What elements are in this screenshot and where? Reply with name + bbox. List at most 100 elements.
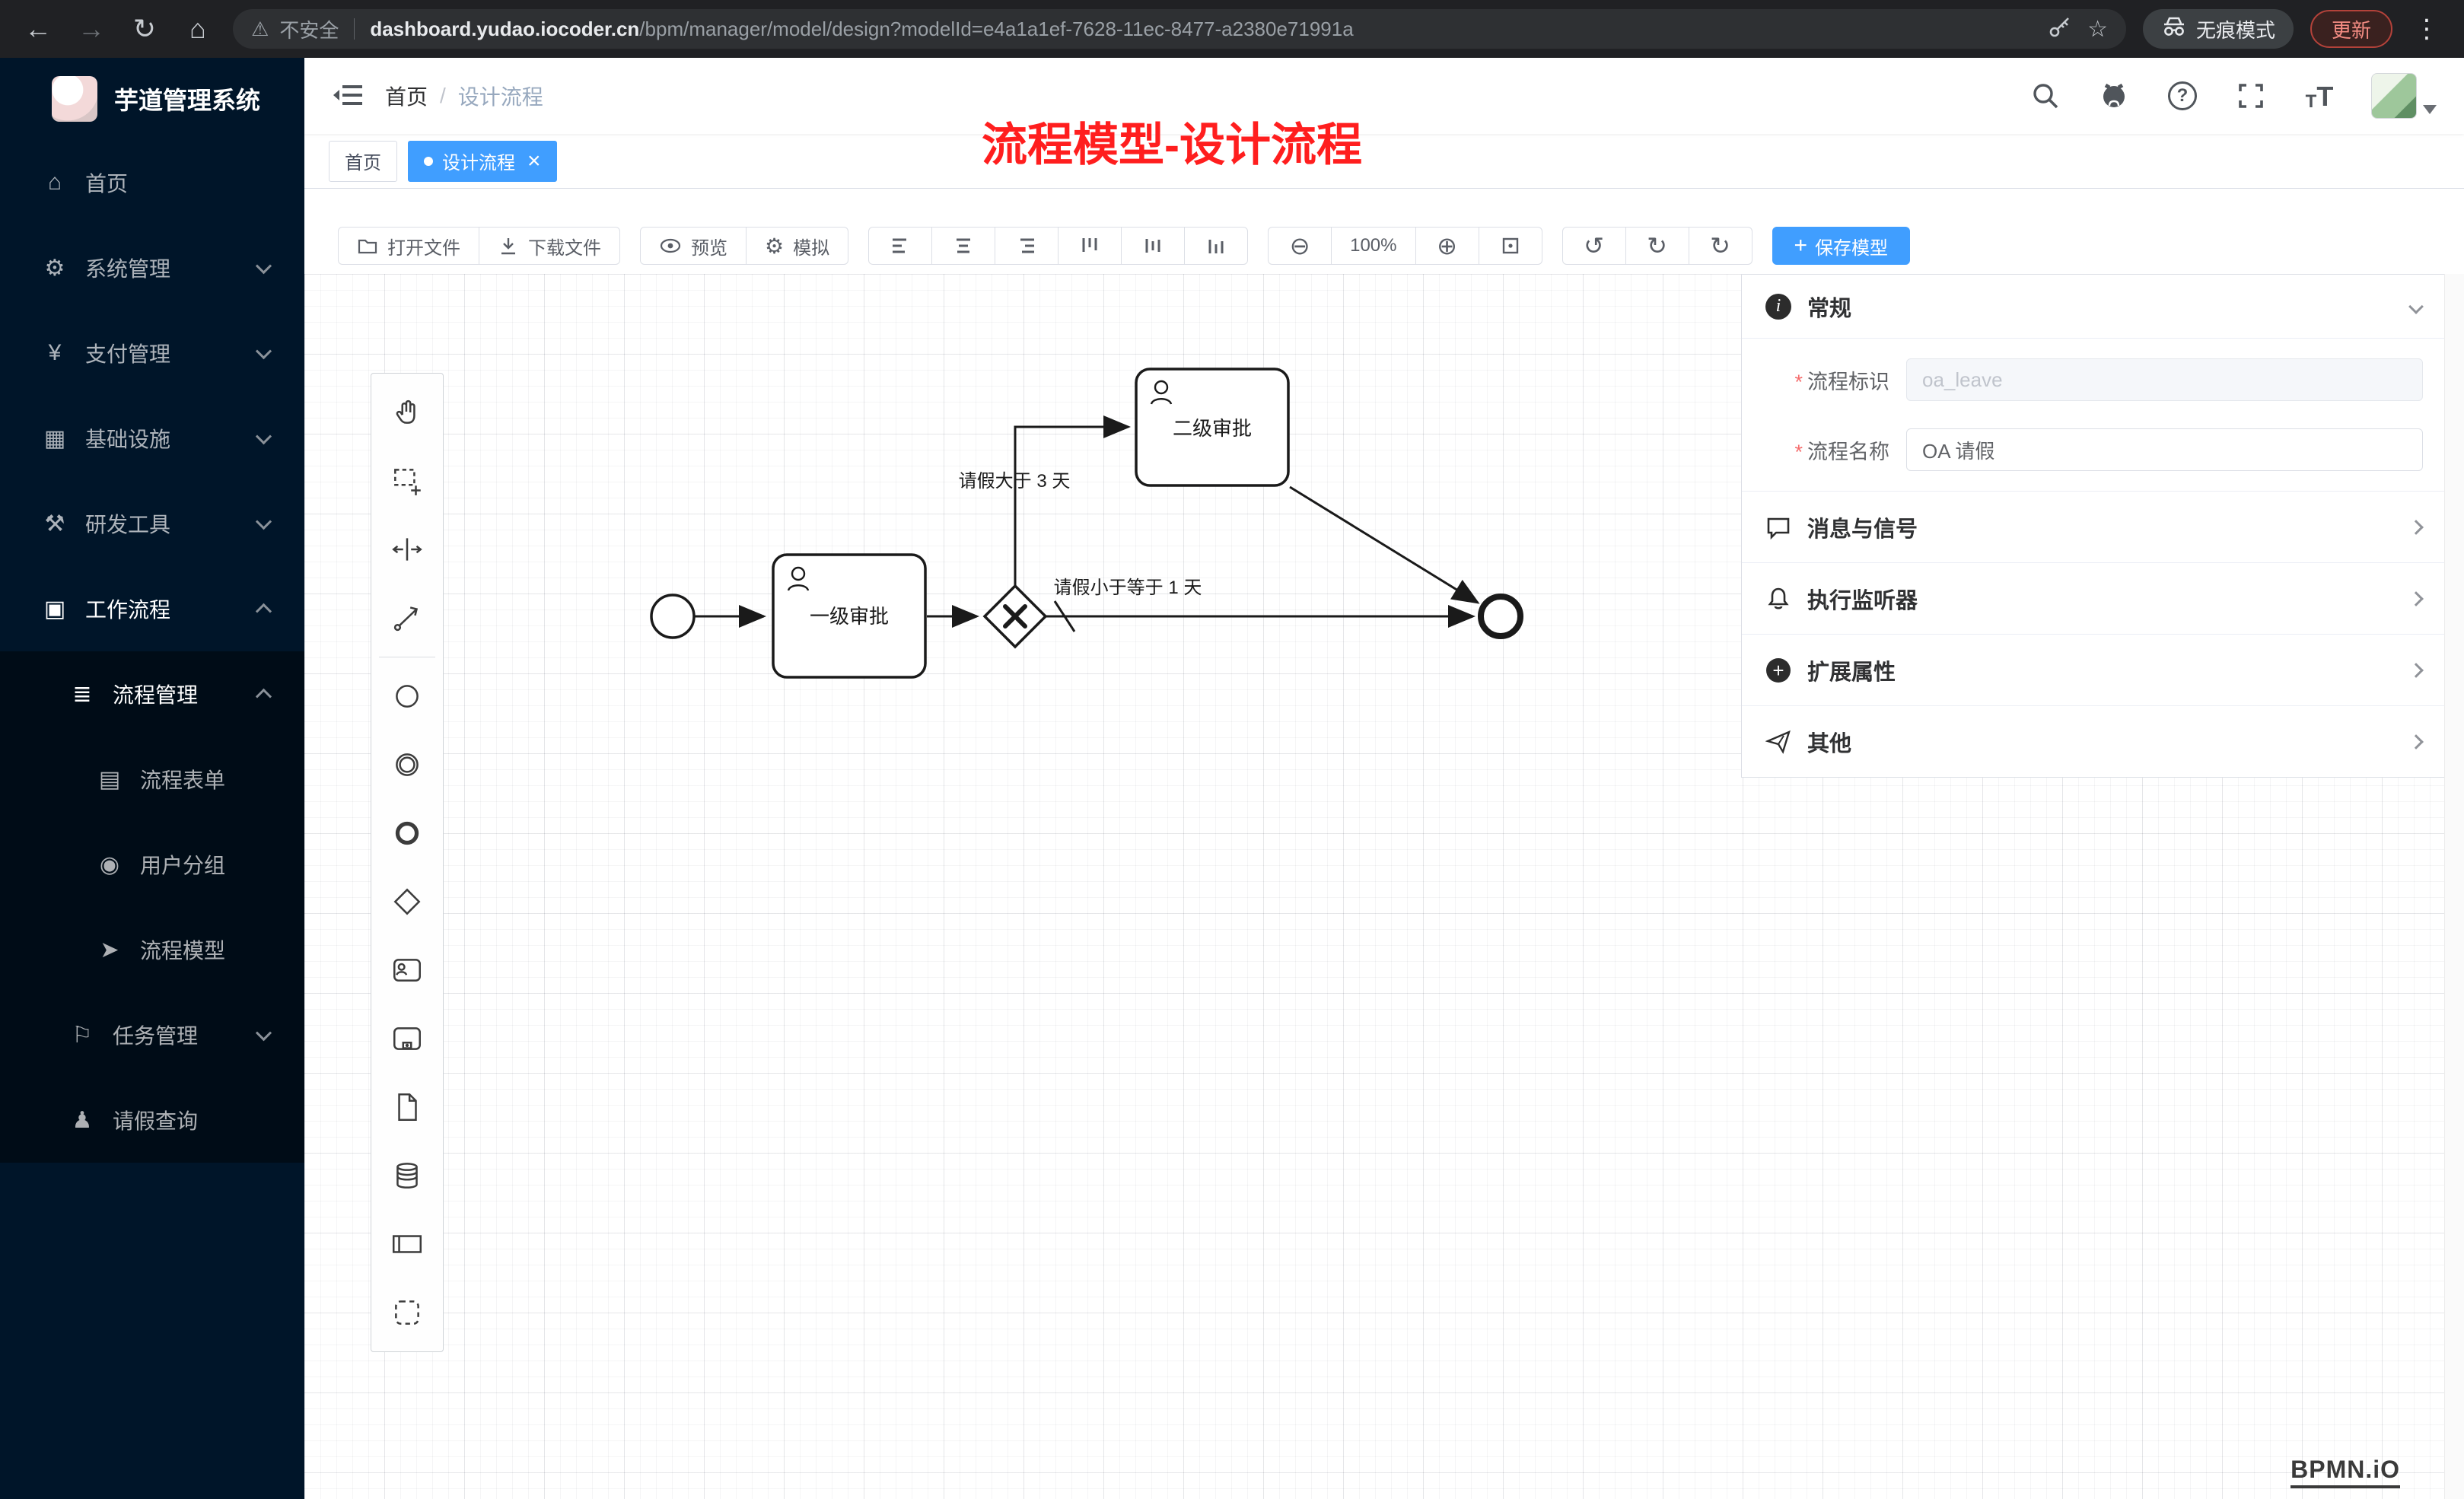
undo-icon[interactable]: ↺: [1561, 227, 1626, 265]
panel-section-messages[interactable]: 消息与信号: [1742, 491, 2444, 562]
align-middle-button[interactable]: [1121, 227, 1186, 265]
zoom-level[interactable]: 100%: [1331, 227, 1416, 265]
palette-create-end-event[interactable]: [371, 799, 443, 867]
sidebar-item-payment[interactable]: ¥ 支付管理: [0, 310, 304, 396]
reload-icon[interactable]: ↻: [132, 13, 157, 44]
sidebar-item-workflow[interactable]: ▣ 工作流程: [0, 566, 304, 651]
forward-icon[interactable]: →: [78, 13, 105, 44]
end-event[interactable]: [1478, 594, 1523, 639]
open-file-button[interactable]: 打开文件: [338, 227, 479, 265]
home-icon[interactable]: ⌂: [189, 13, 206, 44]
download-file-button[interactable]: 下载文件: [479, 227, 620, 265]
sidebar-toggle-icon[interactable]: [332, 79, 365, 113]
address-bar[interactable]: ⚠ 不安全 dashboard.yudao.iocoder.cn/bpm/man…: [233, 9, 2126, 49]
flow-task2-to-end[interactable]: [1289, 485, 1480, 604]
avatar-image: [2371, 73, 2417, 119]
chevron-up-icon: [255, 688, 272, 705]
task-second-approval[interactable]: 二级审批: [1135, 368, 1290, 487]
palette-create-subprocess[interactable]: [371, 1004, 443, 1073]
align-center-button[interactable]: [931, 227, 996, 265]
palette-create-gateway[interactable]: [371, 867, 443, 936]
save-model-button[interactable]: + 保存模型: [1772, 227, 1911, 265]
tag-design[interactable]: 设计流程 ×: [408, 140, 557, 182]
fullscreen-icon[interactable]: [2234, 79, 2268, 113]
sidebar-menu: ⌂ 首页 ⚙ 系统管理 ¥ 支付管理 ▦ 基础设施: [0, 140, 304, 1163]
simulate-button[interactable]: ⚙ 模拟: [746, 227, 849, 265]
panel-section-listeners[interactable]: 执行监听器: [1742, 562, 2444, 634]
sidebar-item-devtools[interactable]: ⚒ 研发工具: [0, 481, 304, 566]
palette-create-group[interactable]: [371, 1278, 443, 1347]
sidebar-item-user-group[interactable]: ◉ 用户分组: [0, 822, 304, 907]
align-top-button[interactable]: [1058, 227, 1122, 265]
flow-gateway-to-task2[interactable]: [1014, 415, 1131, 586]
space-tool-icon: [392, 538, 422, 561]
breadcrumb-separator: /: [440, 84, 446, 107]
security-label[interactable]: 不安全: [279, 18, 339, 42]
tag-home[interactable]: 首页: [329, 140, 397, 182]
participant-icon: [392, 1235, 422, 1253]
yen-icon: ¥: [48, 340, 62, 365]
zoom-in-icon[interactable]: ⊕: [1415, 227, 1479, 265]
panel-section-general[interactable]: i 常规: [1742, 275, 2444, 339]
flow-label-gt3[interactable]: 请假大于 3 天: [959, 471, 1071, 492]
default-flow-marker: [1053, 600, 1076, 632]
restart-icon[interactable]: ↻: [1688, 227, 1752, 265]
sidebar-item-dashboard[interactable]: ⌂ 首页: [0, 140, 304, 225]
zoom-out-icon[interactable]: ⊖: [1268, 227, 1332, 265]
chrome-update-button[interactable]: 更新: [2310, 10, 2392, 48]
zoom-reset-icon[interactable]: [1478, 227, 1542, 265]
scrollbar[interactable]: [2444, 274, 2464, 1499]
palette-create-data-store[interactable]: [371, 1141, 443, 1210]
key-icon[interactable]: [2048, 15, 2072, 43]
back-icon[interactable]: ←: [24, 13, 52, 44]
palette-create-user-task[interactable]: [371, 936, 443, 1004]
url-path: /bpm/manager/model/design?modelId=e4a1a1…: [639, 17, 1354, 40]
url-text: dashboard.yudao.iocoder.cn/bpm/manager/m…: [370, 18, 2037, 41]
plus-icon: +: [1794, 233, 1808, 258]
flow-label-lte1[interactable]: 请假小于等于 1 天: [1054, 578, 1202, 598]
active-dot-icon: [424, 156, 433, 166]
help-icon[interactable]: ?: [2166, 79, 2199, 113]
sidebar-item-leave-query[interactable]: ♟ 请假查询: [0, 1077, 304, 1163]
designer-workarea: 打开文件 下载文件 预览 ⚙: [304, 189, 2464, 1499]
bpmn-canvas[interactable]: 一级审批: [304, 274, 2464, 1499]
palette-hand-tool[interactable]: [371, 378, 443, 447]
sidebar-item-infra[interactable]: ▦ 基础设施: [0, 396, 304, 481]
task-first-approval[interactable]: 一级审批: [772, 553, 927, 679]
bpmn-diagram: 一级审批: [650, 368, 1523, 679]
sidebar-item-process-mgmt[interactable]: ≣ 流程管理: [0, 651, 304, 737]
exclusive-gateway[interactable]: [982, 584, 1048, 649]
preview-button[interactable]: 预览: [640, 227, 747, 265]
chrome-menu-icon[interactable]: ⋮: [2414, 14, 2440, 43]
github-icon[interactable]: [2097, 79, 2131, 113]
bpmn-io-logo[interactable]: BPMN.iO: [2291, 1456, 2400, 1488]
align-right-button[interactable]: [995, 227, 1059, 265]
palette-lasso-tool[interactable]: [371, 447, 443, 515]
process-name-input[interactable]: [1906, 428, 2423, 471]
start-event[interactable]: [650, 594, 696, 639]
search-icon[interactable]: [2029, 79, 2062, 113]
align-left-button[interactable]: [868, 227, 933, 265]
breadcrumb: 首页 / 设计流程: [385, 81, 543, 111]
palette-connect-tool[interactable]: [371, 584, 443, 652]
palette-create-data-object[interactable]: [371, 1073, 443, 1141]
breadcrumb-home[interactable]: 首页: [385, 85, 428, 109]
palette-create-start-event[interactable]: [371, 662, 443, 730]
app-logo[interactable]: 芋道管理系统: [0, 58, 304, 140]
align-bottom-button[interactable]: [1184, 227, 1249, 265]
chevron-right-icon: [2408, 590, 2424, 606]
sidebar-item-system[interactable]: ⚙ 系统管理: [0, 225, 304, 310]
sidebar-item-process-model[interactable]: ➤ 流程模型: [0, 907, 304, 992]
panel-section-other[interactable]: 其他: [1742, 705, 2444, 777]
sidebar-item-task-mgmt[interactable]: ⚐ 任务管理: [0, 992, 304, 1077]
palette-create-participant[interactable]: [371, 1210, 443, 1278]
palette-space-tool[interactable]: [371, 515, 443, 584]
bookmark-star-icon[interactable]: ☆: [2087, 16, 2108, 42]
tag-close-icon[interactable]: ×: [527, 148, 541, 173]
palette-create-intermediate-event[interactable]: [371, 730, 443, 799]
sidebar-item-process-form[interactable]: ▤ 流程表单: [0, 737, 304, 822]
redo-icon[interactable]: ↻: [1625, 227, 1689, 265]
panel-section-extensions[interactable]: + 扩展属性: [1742, 634, 2444, 705]
user-avatar[interactable]: [2371, 73, 2437, 119]
